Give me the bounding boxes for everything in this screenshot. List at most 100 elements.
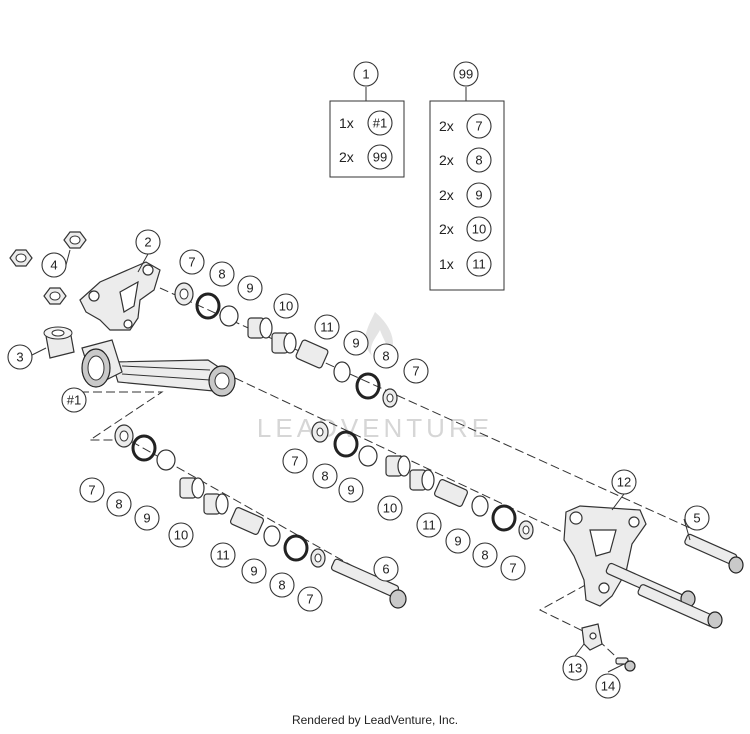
svg-text:9: 9 (143, 511, 150, 526)
svg-text:13: 13 (568, 661, 582, 676)
svg-text:8: 8 (218, 267, 225, 282)
kit-99-qty-1: 2x (439, 152, 454, 168)
svg-text:2: 2 (144, 235, 151, 250)
connecting-rod-part (81, 339, 236, 397)
callout-9[interactable]: 9 (445, 528, 471, 554)
callout-11[interactable]: 11 (314, 314, 340, 340)
svg-text:3: 3 (16, 350, 23, 365)
callout-6[interactable]: 6 (373, 556, 399, 582)
svg-text:8: 8 (115, 497, 122, 512)
callouts: 2 3 4 #1 7 8 9 10 11 9 8 7 7 8 9 10 11 9… (7, 229, 710, 699)
kit-99-ref-0[interactable]: 7 (466, 113, 492, 139)
svg-text:10: 10 (472, 222, 486, 237)
svg-text:9: 9 (475, 188, 482, 203)
callout-11[interactable]: 11 (210, 542, 236, 568)
svg-text:11: 11 (422, 518, 436, 533)
kit-99-ref-3[interactable]: 10 (466, 216, 492, 242)
callout-3[interactable]: 3 (7, 344, 33, 370)
bearing-stack-lower (114, 424, 326, 568)
callout-14[interactable]: 14 (595, 673, 621, 699)
callout-11[interactable]: 11 (416, 512, 442, 538)
svg-text:7: 7 (188, 255, 195, 270)
svg-text:10: 10 (383, 501, 397, 516)
callout-7[interactable]: 7 (179, 249, 205, 275)
nut-icon (9, 249, 33, 267)
svg-text:12: 12 (617, 475, 631, 490)
callout-4[interactable]: 4 (41, 252, 67, 278)
callout-10[interactable]: 10 (377, 495, 403, 521)
svg-text:10: 10 (279, 299, 293, 314)
bearing-stack-upper (174, 282, 398, 408)
svg-text:7: 7 (475, 119, 482, 134)
nut-icon (63, 231, 87, 249)
svg-text:8: 8 (278, 578, 285, 593)
bolt-part-6 (330, 558, 407, 609)
svg-text:7: 7 (412, 364, 419, 379)
kit-1-ref-0[interactable]: #1 (367, 110, 393, 136)
callout-7[interactable]: 7 (500, 555, 526, 581)
svg-text:9: 9 (352, 336, 359, 351)
svg-text:9: 9 (454, 534, 461, 549)
callout-rod[interactable]: #1 (61, 387, 87, 413)
callout-8[interactable]: 8 (312, 463, 338, 489)
svg-text:8: 8 (475, 153, 482, 168)
callout-9[interactable]: 9 (134, 505, 160, 531)
callout-1[interactable]: 1 (353, 61, 379, 87)
svg-text:#1: #1 (373, 116, 387, 131)
callout-7[interactable]: 7 (282, 448, 308, 474)
svg-text:1: 1 (362, 67, 369, 82)
callout-9[interactable]: 9 (237, 275, 263, 301)
svg-text:11: 11 (320, 320, 334, 335)
nut-parts (9, 231, 87, 305)
svg-text:11: 11 (216, 548, 230, 563)
callout-10[interactable]: 10 (168, 522, 194, 548)
svg-text:10: 10 (174, 528, 188, 543)
svg-text:6: 6 (382, 562, 389, 577)
callout-8[interactable]: 8 (269, 572, 295, 598)
callout-5[interactable]: 5 (684, 505, 710, 531)
bolt-parts-5 (605, 533, 744, 629)
footer-credit: Rendered by LeadVenture, Inc. (291, 713, 459, 727)
callout-99[interactable]: 99 (453, 61, 479, 87)
callout-7[interactable]: 7 (403, 358, 429, 384)
svg-text:8: 8 (481, 548, 488, 563)
svg-text:14: 14 (601, 679, 615, 694)
callout-7[interactable]: 7 (79, 477, 105, 503)
leader-lines (31, 249, 691, 673)
kit-1-qty-1: 2x (339, 149, 354, 165)
callout-12[interactable]: 12 (611, 469, 637, 495)
callout-8[interactable]: 8 (106, 491, 132, 517)
callout-8[interactable]: 8 (373, 343, 399, 369)
callout-10[interactable]: 10 (273, 293, 299, 319)
watermark-text: LEADVENTURE (257, 413, 493, 443)
bracket-part (79, 261, 161, 331)
svg-text:7: 7 (509, 561, 516, 576)
callout-9[interactable]: 9 (241, 558, 267, 584)
svg-text:8: 8 (382, 349, 389, 364)
kit-99-qty-4: 1x (439, 256, 454, 272)
svg-text:7: 7 (88, 483, 95, 498)
kit-box-1: 1 1x #1 2x 99 (329, 61, 405, 178)
svg-text:8: 8 (321, 469, 328, 484)
callout-8[interactable]: 8 (472, 542, 498, 568)
kit-99-qty-3: 2x (439, 221, 454, 237)
svg-text:7: 7 (291, 454, 298, 469)
right-bracket-part (563, 505, 647, 607)
callout-9[interactable]: 9 (343, 330, 369, 356)
kit-99-ref-1[interactable]: 8 (466, 147, 492, 173)
nut-icon (43, 287, 67, 305)
svg-text:5: 5 (693, 511, 700, 526)
kit-99-ref-4[interactable]: 11 (466, 251, 492, 277)
watermark: LEADVENTURE (257, 312, 493, 443)
kit-99-qty-2: 2x (439, 187, 454, 203)
kit-99-ref-2[interactable]: 9 (466, 182, 492, 208)
callout-13[interactable]: 13 (562, 655, 588, 681)
svg-text:11: 11 (472, 257, 486, 272)
callout-7[interactable]: 7 (297, 586, 323, 612)
callout-8[interactable]: 8 (209, 261, 235, 287)
callout-9[interactable]: 9 (338, 477, 364, 503)
callout-2[interactable]: 2 (135, 229, 161, 255)
svg-text:9: 9 (347, 483, 354, 498)
kit-1-ref-1[interactable]: 99 (367, 144, 393, 170)
